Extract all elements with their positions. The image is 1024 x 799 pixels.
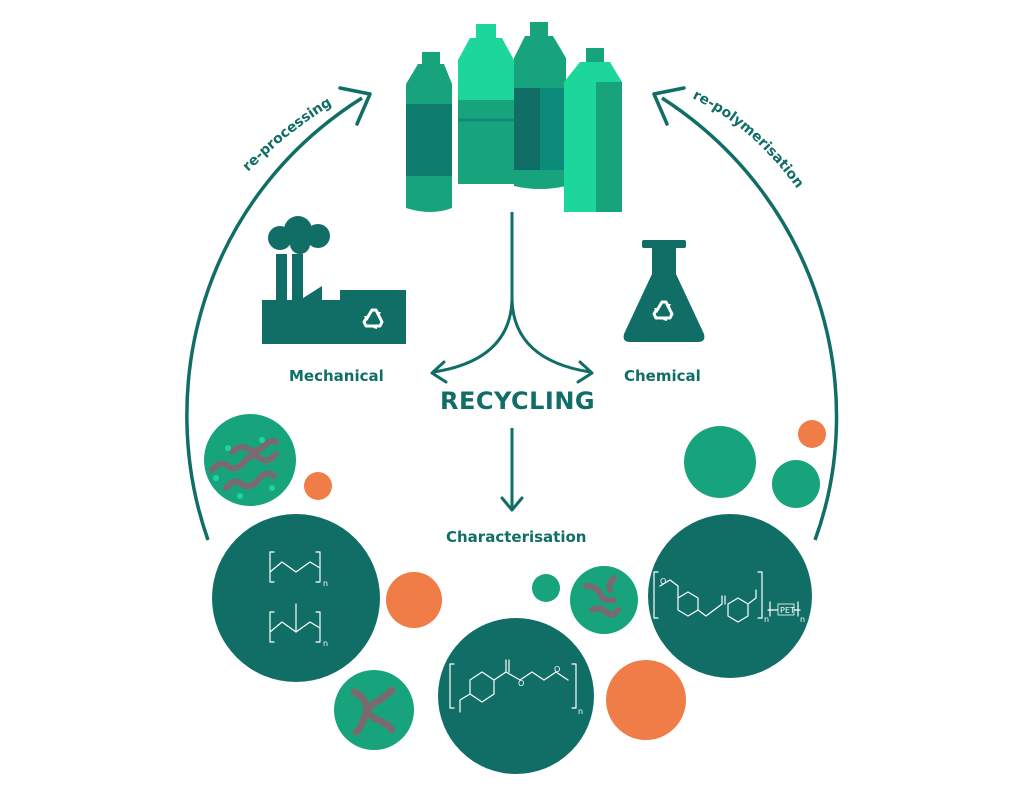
orange-dot bbox=[798, 420, 826, 448]
svg-text:n: n bbox=[578, 707, 583, 716]
svg-text:n: n bbox=[323, 639, 328, 648]
re-polymerisation-arc bbox=[661, 96, 839, 541]
chemical-label: Chemical bbox=[624, 367, 701, 385]
re-processing-arc bbox=[185, 96, 363, 541]
factory-icon bbox=[262, 216, 406, 344]
green-dot bbox=[532, 574, 560, 602]
mechanical-label: Mechanical bbox=[289, 367, 384, 385]
plastic-bottles-icon bbox=[406, 22, 622, 212]
re-processing-arrowhead bbox=[338, 86, 372, 126]
copolymer-molecule-circle: O n PET n bbox=[648, 514, 812, 678]
polyolefin-circle: n n bbox=[212, 514, 380, 682]
polymer-strand-circle bbox=[570, 566, 638, 634]
re-polymerisation-arrowhead bbox=[652, 86, 686, 126]
split-arrow bbox=[430, 212, 594, 384]
svg-text:O: O bbox=[660, 577, 666, 586]
pet-molecule-circle: O O n bbox=[438, 618, 594, 774]
green-dot bbox=[684, 426, 756, 498]
orange-dot bbox=[304, 472, 332, 500]
pet-tag: PET bbox=[780, 606, 795, 615]
re-processing-label: re-processing bbox=[240, 94, 335, 174]
orange-dot bbox=[386, 572, 442, 628]
polymer-strand-circle bbox=[204, 414, 296, 506]
flask-icon bbox=[623, 240, 705, 342]
svg-text:O: O bbox=[554, 665, 560, 674]
polymer-strand-circle bbox=[334, 670, 414, 750]
recycling-title: RECYCLING bbox=[440, 387, 596, 415]
svg-text:n: n bbox=[323, 579, 328, 588]
orange-dot bbox=[606, 660, 686, 740]
down-arrow bbox=[500, 428, 524, 512]
repeat-n-label: n bbox=[800, 615, 805, 624]
green-dot bbox=[772, 460, 820, 508]
svg-text:O: O bbox=[518, 679, 524, 688]
characterisation-label: Characterisation bbox=[446, 528, 587, 546]
svg-text:n: n bbox=[764, 615, 769, 624]
